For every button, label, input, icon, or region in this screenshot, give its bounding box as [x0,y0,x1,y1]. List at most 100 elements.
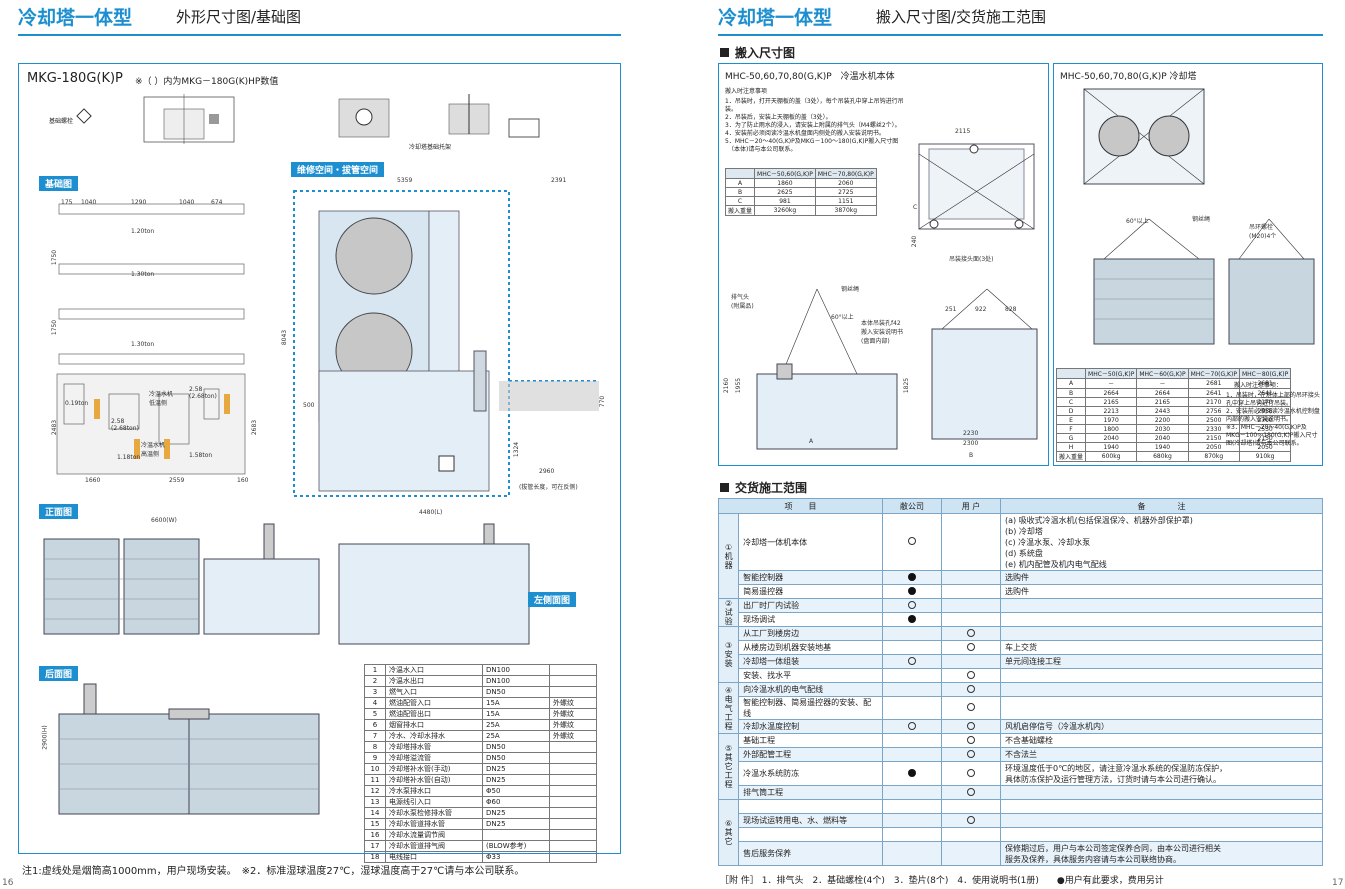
pipe-cell [549,774,597,786]
dim-head-cell [1055,368,1087,379]
note-line: 1．吊装时，打开天棚板的盖（3处），每个吊装孔中穿上吊钩进行吊装。 [725,98,904,113]
dim-2559: 2559 [169,477,185,484]
left-page-number: 16 [2,878,14,888]
scope-row: ② 试 验出厂时厂内试验 [717,598,1323,627]
scope-row: 冷温水系统防冻环境温度低于0℃的地区，请注意冷温水系统的保温防冻保护， 具体防冻… [719,761,1323,786]
scope-row: 外部配管工程不含法兰 [718,747,1323,762]
carry-in-notes: 1．吊装时，打开天棚板的盖（3处），每个吊装孔中穿上吊钩进行吊装。2．吊装后，安… [725,98,915,154]
filled-circle-icon [908,572,916,581]
note-line: 2．安装前必须阅读冷温水机控制盘内部的搬入安装说明书。 [1226,408,1320,423]
pipe-cell: 燃油配管出口 [385,708,483,720]
note-line: 5．MHC－20～40(G,K)P及MKG－100～180(G,K)P搬入尺寸图 [725,138,899,145]
dim-cell: 2165 [1136,397,1189,407]
dim-cell: 2040 [1085,433,1138,443]
dim-cell: 2625 [754,187,816,197]
dim-cell: 2213 [1085,406,1138,416]
dim-cell: A [724,178,756,188]
carry-in-body-frame: MHC-50,60,70,80(G,K)P 冷温水机本体 搬入时注意事项 1．吊… [718,63,1049,466]
dim-cell: 2681 [1187,378,1240,389]
right-header-rule [718,34,1323,36]
dim-cell: 2060 [814,178,877,188]
pipe-cell: 冷却水管道排气阀 [385,840,483,852]
pipe-cell: 电源线引入口 [385,796,483,808]
dim-cell: 1800 [1085,424,1138,434]
pipe-cell: 15A [482,697,550,709]
dim-1825: 1825 [903,377,911,394]
scope-item: 售后服务保养 [738,841,883,866]
scope-item: 智能控制器 [738,570,883,585]
scope-note: 环境温度低于0℃的地区，请注意冷温水系统的保温防冻保护， 具体防冻保护及运行管理… [1000,761,1323,786]
scope-row: ① 机 器冷却塔一体机本体(a) 吸收式冷温水机(包括保温保冷、机器外部保护罩)… [717,513,1323,599]
section-scope: 交货施工范围 [720,479,807,496]
scope-note [1000,626,1323,641]
tower-notes: 1．吊装时，在塔体上部的吊环接头孔中穿上吊钩进行吊装。2．安装前必须阅读冷温水机… [1226,392,1320,448]
dim-cell: 981 [754,196,816,206]
left-footnote: 注1:虚线处是烟筒高1000mm，用户现场安装。 ※2．标准湿球温度27℃，湿球… [22,866,525,877]
pipe-cell: 冷却塔排水管 [385,741,483,753]
open-circle-icon [967,628,975,637]
pipe-cell: 冷却水管道排水管 [385,818,483,830]
scope-head-cell: 敝公司 [882,498,942,514]
dim-251: 251 [945,306,957,313]
dim-head-cell: MHC－60(G,K)P [1136,368,1189,379]
carry-in-tower-frame: MHC-50,60,70,80(G,K)P 冷却塔 钢丝绳 吊环螺栓 (M20)… [1053,63,1323,466]
scope-row: 售后服务保养保修期过后，用户与本公司签定保养合同，由本公司进行相关 服务及保养，… [718,841,1323,866]
scope-category: ③ 安 装 [717,626,740,683]
scope-note [1000,668,1323,683]
dim-1040a: 1040 [81,199,97,206]
pipe-cell: 冷水、冷却水排水 [385,730,483,742]
tower-bolt-label: 吊环螺栓 (M20)4个 [1249,224,1277,240]
pipe-cell [482,829,550,841]
dim-674: 674 [211,199,223,206]
pipe-cell: 外螺纹 [549,730,597,742]
scope-item: 安装、找水平 [738,668,883,683]
left-side-label: 左侧面图 [528,592,577,607]
scope-mark-cell [882,696,942,720]
square-bullet-icon [720,483,729,492]
pipe-cell: 冷水泵排水口 [385,785,483,797]
dim-cell: 搬入重量 [724,205,756,216]
scope-item: 简易遥控器 [738,584,883,599]
right-footer: ［附 件］ 1．排气头 2．基础螺栓(4个) 3．垫片(8个) 4．使用说明书(… [720,876,1164,886]
dim-2230: 2230 [963,430,979,437]
scope-mark-cell [941,841,1001,866]
dim-2683: 2683 [251,419,259,436]
dim-5359: 5359 [397,177,413,184]
pipe-cell: Φ33 [482,851,550,863]
pipe-cell: 17 [364,840,386,852]
pipe-cell [549,686,597,698]
pipe-cell: 2 [364,675,386,687]
wire-rope-label: 钢丝绳 [841,286,860,293]
dim-2160: 2160 [723,377,731,394]
dim-head-cell: MHC－70,80(G,K)P [814,168,877,179]
pipe-cell [549,752,597,764]
scope-mark-cell [941,813,1001,828]
pipe-cell: (BLOW参考) [482,840,550,852]
scope-item: 从工厂到楼房边 [738,626,883,641]
scope-row: 智能控制器、简易遥控器的安装、配线 [719,696,1323,720]
dim-922: 922 [975,306,987,313]
pipe-cell: 烟窗排水口 [385,719,483,731]
scope-mark-cell [941,598,1001,613]
scope-mark-cell [941,654,1001,669]
dim-head-cell: MHC－50,60(G,K)P [754,168,816,179]
scope-note [1000,799,1323,814]
front-view-label: 正面图 [39,504,79,519]
square-bullet-icon [720,48,729,57]
dim-cell: A [1055,378,1087,389]
open-circle-icon [967,735,975,744]
dim-cell: C [724,196,756,206]
scope-mark-cell [882,733,942,748]
note-line: 2．吊装后，安装上天棚板的盖（3处）。 [725,114,832,121]
pipe-cell: DN50 [482,752,550,764]
pipe-cell: 冷温水出口 [385,675,483,687]
